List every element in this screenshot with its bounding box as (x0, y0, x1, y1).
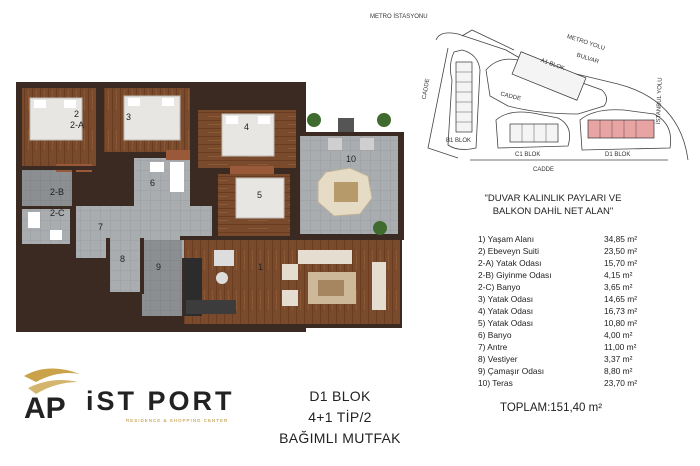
svg-text:AP: AP (24, 392, 66, 425)
area-row: 7) Antre 11,00 m² (478, 342, 658, 353)
total-area: TOPLAM:151,40 m² (500, 402, 603, 414)
area-value: 23,50 m² (604, 246, 638, 256)
area-row: 2-B) Giyinme Odası 4,15 m² (478, 270, 658, 281)
area-label: 6) Banyo (478, 330, 512, 340)
room-number-2b: 2-B (50, 187, 64, 197)
area-label: 2-A) Yatak Odası (478, 258, 542, 268)
area-row: 9) Çamaşır Odası 8,80 m² (478, 366, 658, 377)
area-label: 10) Teras (478, 378, 513, 388)
area-label: 9) Çamaşır Odası (478, 366, 545, 376)
logo-tagline: RESIDENCE & SHOPPING CENTER (126, 418, 229, 423)
block-type: 4+1 TİP/2 (308, 409, 372, 425)
d1-block-label: D1 BLOK (605, 152, 631, 158)
area-label: 2) Ebeveyn Suiti (478, 246, 539, 256)
room-number-10: 10 (346, 154, 356, 164)
area-value: 14,65 m² (604, 294, 638, 304)
area-row: 5) Yatak Odası 10,80 m² (478, 318, 658, 329)
area-label: 8) Vestiyer (478, 354, 518, 364)
room-8 (110, 240, 140, 292)
area-row: 10) Teras 23,70 m² (478, 378, 658, 389)
area-row: 6) Banyo 4,00 m² (478, 330, 658, 341)
room-number-7: 7 (98, 222, 103, 232)
area-label: 3) Yatak Odası (478, 294, 534, 304)
area-value: 23,70 m² (604, 378, 638, 388)
room-number-2a: 2-A (70, 120, 84, 130)
area-value: 34,85 m² (604, 234, 638, 244)
logo-mark: AP (24, 368, 80, 425)
area-row: 8) Vestiyer 3,37 m² (478, 354, 658, 365)
room-2b (22, 170, 72, 206)
area-value: 15,70 m² (604, 258, 638, 268)
room-number-5: 5 (257, 190, 262, 200)
floor-plan: 1 2 2-A 2-B 2-C 3 4 5 6 7 8 9 10 (16, 82, 404, 332)
room-number-6: 6 (150, 178, 155, 188)
area-value: 4,00 m² (604, 330, 633, 340)
room-number-2: 2 (74, 109, 79, 119)
metro-station-label: METRO İSTASYONU (370, 14, 428, 20)
room-number-9: 9 (156, 262, 161, 272)
c1-block-label: C1 BLOK (515, 152, 541, 158)
site-plan (427, 29, 689, 161)
kitchen-type: BAĞIMLI MUTFAK (279, 430, 401, 446)
area-row: 2-A) Yatak Odası 15,70 m² (478, 258, 658, 269)
area-row: 2-C) Banyo 3,65 m² (478, 282, 658, 293)
area-label: 7) Antre (478, 342, 508, 352)
street-bottom-label: CADDE (533, 167, 555, 173)
room-number-8: 8 (120, 254, 125, 264)
room-number-2c: 2-C (50, 208, 65, 218)
room-number-3: 3 (126, 112, 131, 122)
room-number-1: 1 (258, 262, 263, 272)
areas-title: "DUVAR KALINLIK PAYLARI VE BALKON DAHİL … (468, 193, 638, 218)
area-value: 16,73 m² (604, 306, 638, 316)
area-value: 3,37 m² (604, 354, 633, 364)
room-9 (142, 240, 182, 316)
area-row: 4) Yatak Odası 16,73 m² (478, 306, 658, 317)
areas-title-line1: "DUVAR KALINLIK PAYLARI VE (484, 193, 622, 204)
area-row: 1) Yaşam Alanı 34,85 m² (478, 234, 658, 245)
area-value: 11,00 m² (604, 342, 637, 352)
area-value: 4,15 m² (604, 270, 633, 280)
area-value: 3,65 m² (604, 282, 633, 292)
area-row: 3) Yatak Odası 14,65 m² (478, 294, 658, 305)
area-label: 4) Yatak Odası (478, 306, 534, 316)
block-name: D1 BLOK (309, 388, 371, 404)
room-number-4: 4 (244, 122, 249, 132)
area-row: 2) Ebeveyn Suiti 23,50 m² (478, 246, 658, 257)
area-label: 5) Yatak Odası (478, 318, 534, 328)
area-label: 2-C) Banyo (478, 282, 521, 292)
b1-block-label: B1 BLOK (446, 138, 472, 144)
area-value: 10,80 m² (604, 318, 638, 328)
logo-name: iST PORT (86, 386, 235, 416)
area-label: 1) Yaşam Alanı (478, 234, 535, 244)
d1-block-highlight (587, 119, 655, 139)
areas-title-line2: BALKON DAHİL NET ALAN" (492, 205, 614, 217)
area-label: 2-B) Giyinme Odası (478, 270, 552, 280)
area-value: 8,80 m² (604, 366, 633, 376)
